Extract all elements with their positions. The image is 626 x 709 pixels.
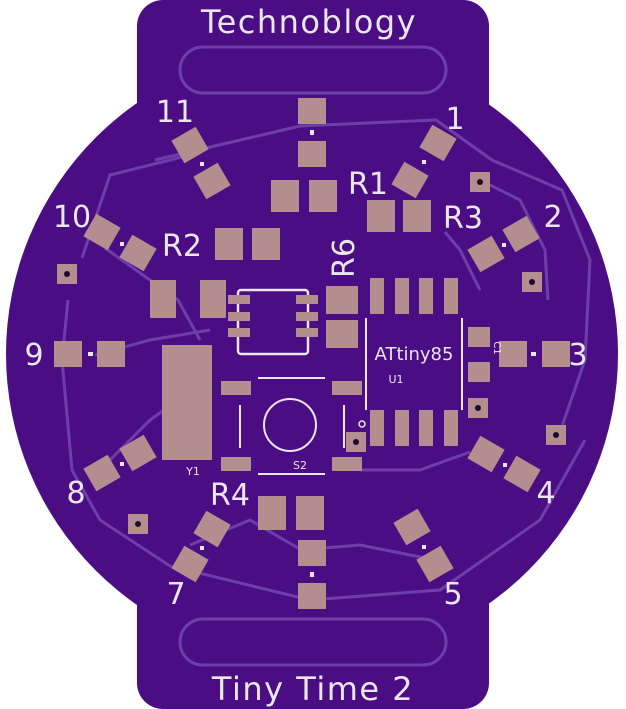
- hour-label-1: 1: [445, 102, 464, 137]
- label-r4: R4: [210, 478, 250, 513]
- hour-label-2: 2: [543, 200, 562, 235]
- bottom-strap-slot: [178, 617, 448, 667]
- led-pads: [54, 98, 570, 609]
- label-c1: C1: [491, 341, 502, 354]
- attiny85-pads: [370, 278, 458, 446]
- label-y1: Y1: [185, 465, 200, 478]
- label-r2: R2: [162, 229, 202, 264]
- hour-label-9: 9: [24, 338, 43, 373]
- label-r1: R1: [348, 167, 388, 202]
- label-u1: U1: [388, 373, 403, 386]
- hour-label-3: 3: [568, 338, 587, 373]
- hour-label-10: 10: [53, 200, 91, 235]
- label-r6: R6: [327, 238, 362, 278]
- attiny85-outline: [365, 318, 463, 410]
- hour-label-5: 5: [443, 577, 462, 612]
- through-hole-pads: [57, 172, 566, 534]
- label-r3: R3: [443, 201, 483, 236]
- smd-pads: [150, 180, 490, 530]
- led-polarity-marks: [88, 130, 536, 577]
- board-title: Technoblogy: [200, 3, 417, 41]
- board-subtitle: Tiny Time 2: [211, 670, 414, 708]
- top-strap-slot: [178, 45, 448, 95]
- switch-footprint: [221, 377, 362, 475]
- rtc-footprint: [228, 288, 318, 356]
- hour-label-4: 4: [536, 476, 555, 511]
- hour-label-11: 11: [156, 95, 194, 130]
- hour-label-7: 7: [166, 577, 185, 612]
- label-s2: S2: [293, 459, 307, 472]
- pin1-marker: [358, 420, 366, 428]
- hour-label-8: 8: [66, 476, 85, 511]
- label-attiny85: ATtiny85: [375, 344, 454, 365]
